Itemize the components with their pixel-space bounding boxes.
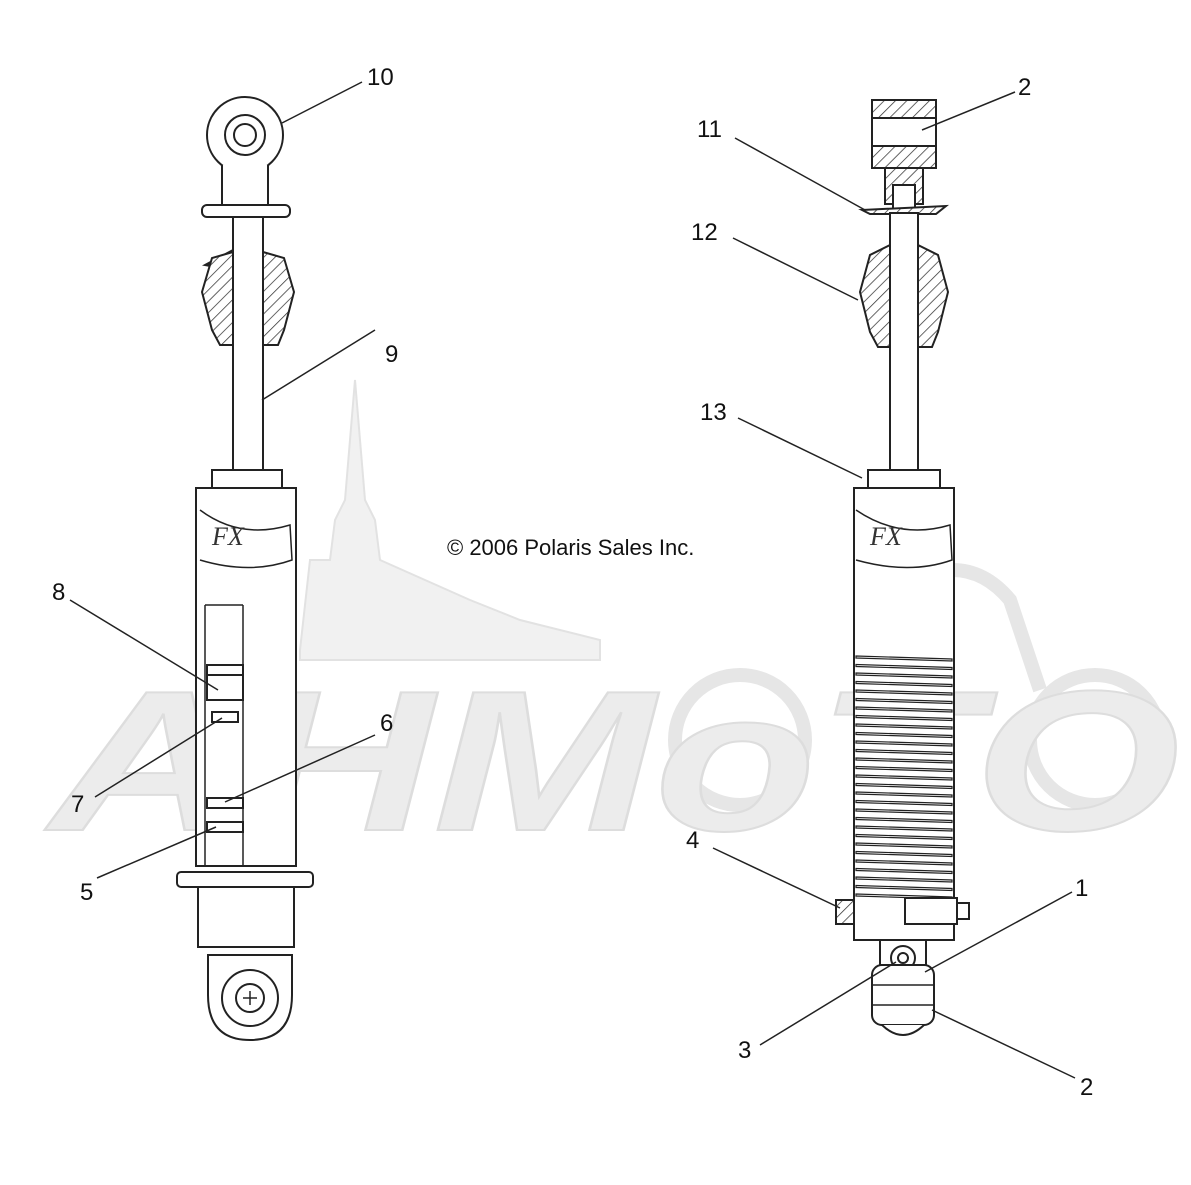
left-shaft-seal xyxy=(211,469,283,489)
spring-coil xyxy=(855,791,953,798)
callout-10: 10 xyxy=(367,64,394,91)
callout-2-bottom: 2 xyxy=(1080,1074,1093,1101)
callout-labels: 10 9 8 7 6 5 2 11 12 13 4 1 3 2 xyxy=(52,64,1093,1101)
part-4-adjuster-nut xyxy=(835,899,855,925)
part-2-bottom-bushing xyxy=(871,964,935,1026)
part-6-piston-ring xyxy=(206,797,244,809)
part-8-piston xyxy=(206,664,244,676)
right-collar-tip xyxy=(956,902,970,920)
part-12-bumper xyxy=(858,243,950,348)
spring-coil xyxy=(855,850,953,858)
spring-coil xyxy=(855,884,953,892)
spring-coil xyxy=(855,808,953,815)
right-spring-collar xyxy=(904,897,958,925)
spring-coil xyxy=(855,765,953,773)
part-2-top-bushing xyxy=(871,99,937,214)
callout-6: 6 xyxy=(380,710,393,737)
spring-coil xyxy=(855,876,953,883)
spring-coil xyxy=(855,867,953,875)
spring-coil xyxy=(855,774,953,781)
spring-coil xyxy=(855,680,953,688)
callout-11: 11 xyxy=(697,116,722,143)
part-7-valve xyxy=(211,711,239,723)
part-9-shaft xyxy=(232,216,264,473)
spring-coil xyxy=(855,799,953,807)
svg-text:FX: FX xyxy=(869,522,903,551)
spring-coil xyxy=(855,706,953,713)
part-10-top-eye xyxy=(201,96,291,218)
spring-coil xyxy=(855,842,953,849)
spring-coil xyxy=(855,833,953,841)
spring-coil xyxy=(855,663,953,671)
callout-5: 5 xyxy=(80,879,93,906)
part-11-washer xyxy=(858,204,950,215)
spring-coil xyxy=(855,859,953,866)
spring-coil xyxy=(855,731,953,739)
spring-coil xyxy=(855,757,953,764)
left-shock-body: FX xyxy=(195,487,297,867)
left-bumper xyxy=(200,248,296,346)
spring-coil xyxy=(855,748,953,756)
callout-12: 12 xyxy=(691,219,718,246)
right-bottom-clevis xyxy=(871,939,935,1036)
part-5-floating-piston xyxy=(206,821,244,833)
callout-4: 4 xyxy=(686,827,699,854)
left-lower-cap xyxy=(197,886,295,948)
spring-coil xyxy=(855,723,953,730)
spring-coil xyxy=(855,697,953,705)
spring-coil xyxy=(855,782,953,790)
right-shaft xyxy=(889,212,919,472)
spring-coil xyxy=(855,816,953,824)
spring-coil xyxy=(855,672,953,679)
copyright-notice: © 2006 Polaris Sales Inc. xyxy=(447,535,694,560)
left-bottom-eye xyxy=(207,954,293,1042)
part-13-seal xyxy=(867,469,941,489)
left-lower-collar xyxy=(176,871,314,888)
right-spring xyxy=(855,655,953,900)
left-shock: FX xyxy=(176,96,314,1042)
callout-1: 1 xyxy=(1075,875,1088,902)
callout-8: 8 xyxy=(52,579,65,606)
callout-7: 7 xyxy=(71,791,84,818)
spring-coil xyxy=(855,740,953,747)
callout-3: 3 xyxy=(738,1037,751,1064)
callout-13: 13 xyxy=(700,399,727,426)
callout-2-top: 2 xyxy=(1018,74,1031,101)
svg-text:FX: FX xyxy=(211,522,245,551)
spring-coil xyxy=(855,655,953,662)
right-shock: FX xyxy=(835,99,970,1036)
spring-coil xyxy=(855,714,953,722)
leader-lines xyxy=(69,81,1076,1079)
spring-coil xyxy=(855,825,953,832)
spring-coil xyxy=(855,689,953,696)
callout-9: 9 xyxy=(385,341,398,368)
